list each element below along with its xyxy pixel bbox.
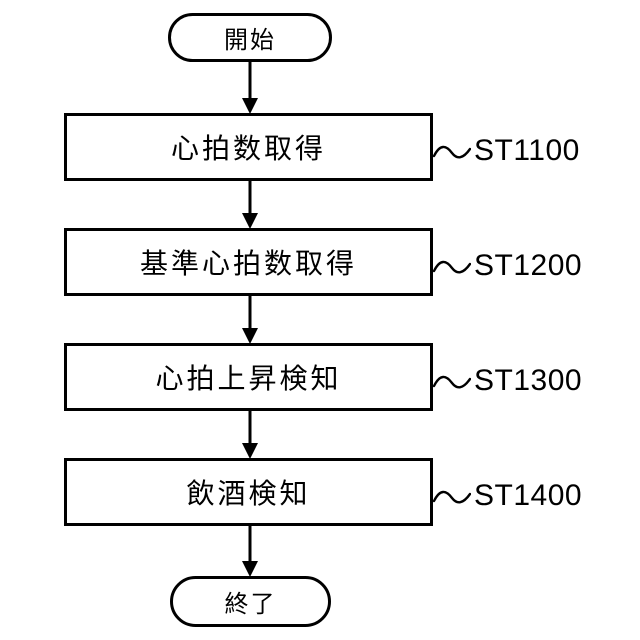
step3-ref-label: ST1300 — [474, 364, 583, 397]
process-box-step4: 飲酒検知 — [64, 458, 433, 526]
terminal-start-label: 開始 — [224, 27, 276, 54]
step4-ref-label: ST1400 — [474, 479, 583, 512]
arrow-shaft — [248, 62, 252, 101]
arrow-shaft — [248, 411, 252, 446]
step1-reference: ST1100 — [433, 134, 580, 168]
terminal-end-label: 終了 — [224, 591, 277, 618]
process-box-step1: 心拍数取得 — [64, 113, 433, 181]
step1-ref-label: ST1100 — [474, 134, 580, 167]
process-label: 飲酒検知 — [186, 478, 311, 509]
squiggle-connector-icon — [433, 490, 471, 504]
arrow-down-icon — [241, 526, 259, 577]
process-box-step2: 基準心拍数取得 — [64, 228, 433, 296]
arrow-head-icon — [242, 328, 258, 344]
squiggle-connector-icon — [433, 260, 471, 274]
arrow-down-icon — [241, 181, 259, 229]
step4-reference: ST1400 — [433, 479, 582, 513]
process-box-step3: 心拍上昇検知 — [64, 343, 433, 411]
terminal-start: 開始 — [168, 13, 332, 62]
arrow-shaft — [248, 296, 252, 331]
process-label: 基準心拍数取得 — [139, 248, 357, 279]
step3-reference: ST1300 — [433, 364, 582, 398]
terminal-end: 終了 — [170, 576, 331, 627]
arrow-down-icon — [241, 296, 259, 344]
arrow-down-icon — [241, 411, 259, 459]
arrow-shaft — [248, 181, 252, 216]
arrow-shaft — [248, 526, 252, 564]
process-label: 心拍上昇検知 — [155, 363, 342, 394]
process-label: 心拍数取得 — [170, 133, 326, 164]
arrow-down-icon — [241, 62, 259, 114]
step2-ref-label: ST1200 — [474, 249, 583, 282]
arrow-head-icon — [242, 443, 258, 459]
squiggle-connector-icon — [433, 145, 471, 159]
arrow-head-icon — [242, 561, 258, 577]
arrow-head-icon — [242, 98, 258, 114]
squiggle-connector-icon — [433, 375, 471, 389]
step2-reference: ST1200 — [433, 249, 582, 283]
arrow-head-icon — [242, 213, 258, 229]
